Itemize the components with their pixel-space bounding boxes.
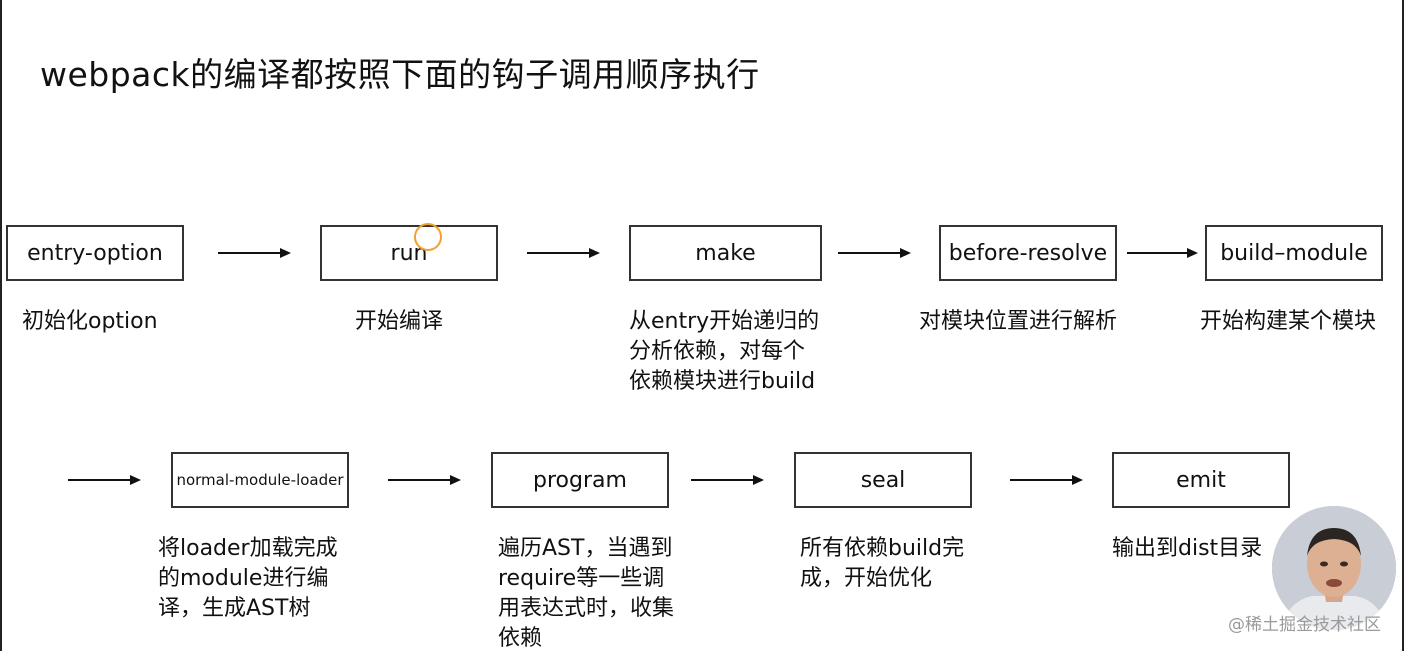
hook-desc-program: 遍历AST，当遇到 require等一些调 用表达式时，收集 依赖 [498,536,675,651]
hook-box-build-module: build–module [1205,225,1383,281]
arrow-right-icon [1010,475,1083,485]
arrow-right-icon [527,248,600,258]
hook-box-emit: emit [1112,452,1290,508]
arrow-right-icon [388,475,461,485]
hook-box-normal-module-loader: normal-module-loader [171,452,349,508]
hook-desc-make: 从entry开始递归的 分析依赖，对每个 依赖模块进行build [629,309,820,394]
hook-desc-before-resolve: 对模块位置进行解析 [919,309,1118,334]
hook-desc-seal: 所有依赖build完 成，开始优化 [800,536,965,591]
arrow-right-icon [838,248,911,258]
arrow-right-icon [68,475,141,485]
arrow-right-icon [1127,248,1198,258]
hook-box-make: make [629,225,822,281]
cursor-highlight-icon [414,223,442,251]
hook-desc-normal-module-loader: 将loader加载完成 的module进行编 译，生成AST树 [158,536,338,621]
hook-box-seal: seal [794,452,972,508]
arrow-right-icon [218,248,291,258]
presenter-webcam-avatar [1272,506,1396,630]
hook-desc-entry-option: 初始化option [22,309,158,334]
hook-box-run: run [320,225,498,281]
hook-desc-run: 开始编译 [355,309,444,334]
hook-desc-emit: 输出到dist目录 [1112,536,1263,561]
watermark: @稀土掘金技术社区 [1228,615,1381,635]
slide-title: webpack的编译都按照下面的钩子调用顺序执行 [40,55,760,94]
hook-desc-build-module: 开始构建某个模块 [1200,309,1377,334]
arrow-right-icon [691,475,764,485]
hook-box-before-resolve: before-resolve [939,225,1117,281]
hook-box-program: program [491,452,669,508]
hook-box-entry-option: entry-option [6,225,184,281]
